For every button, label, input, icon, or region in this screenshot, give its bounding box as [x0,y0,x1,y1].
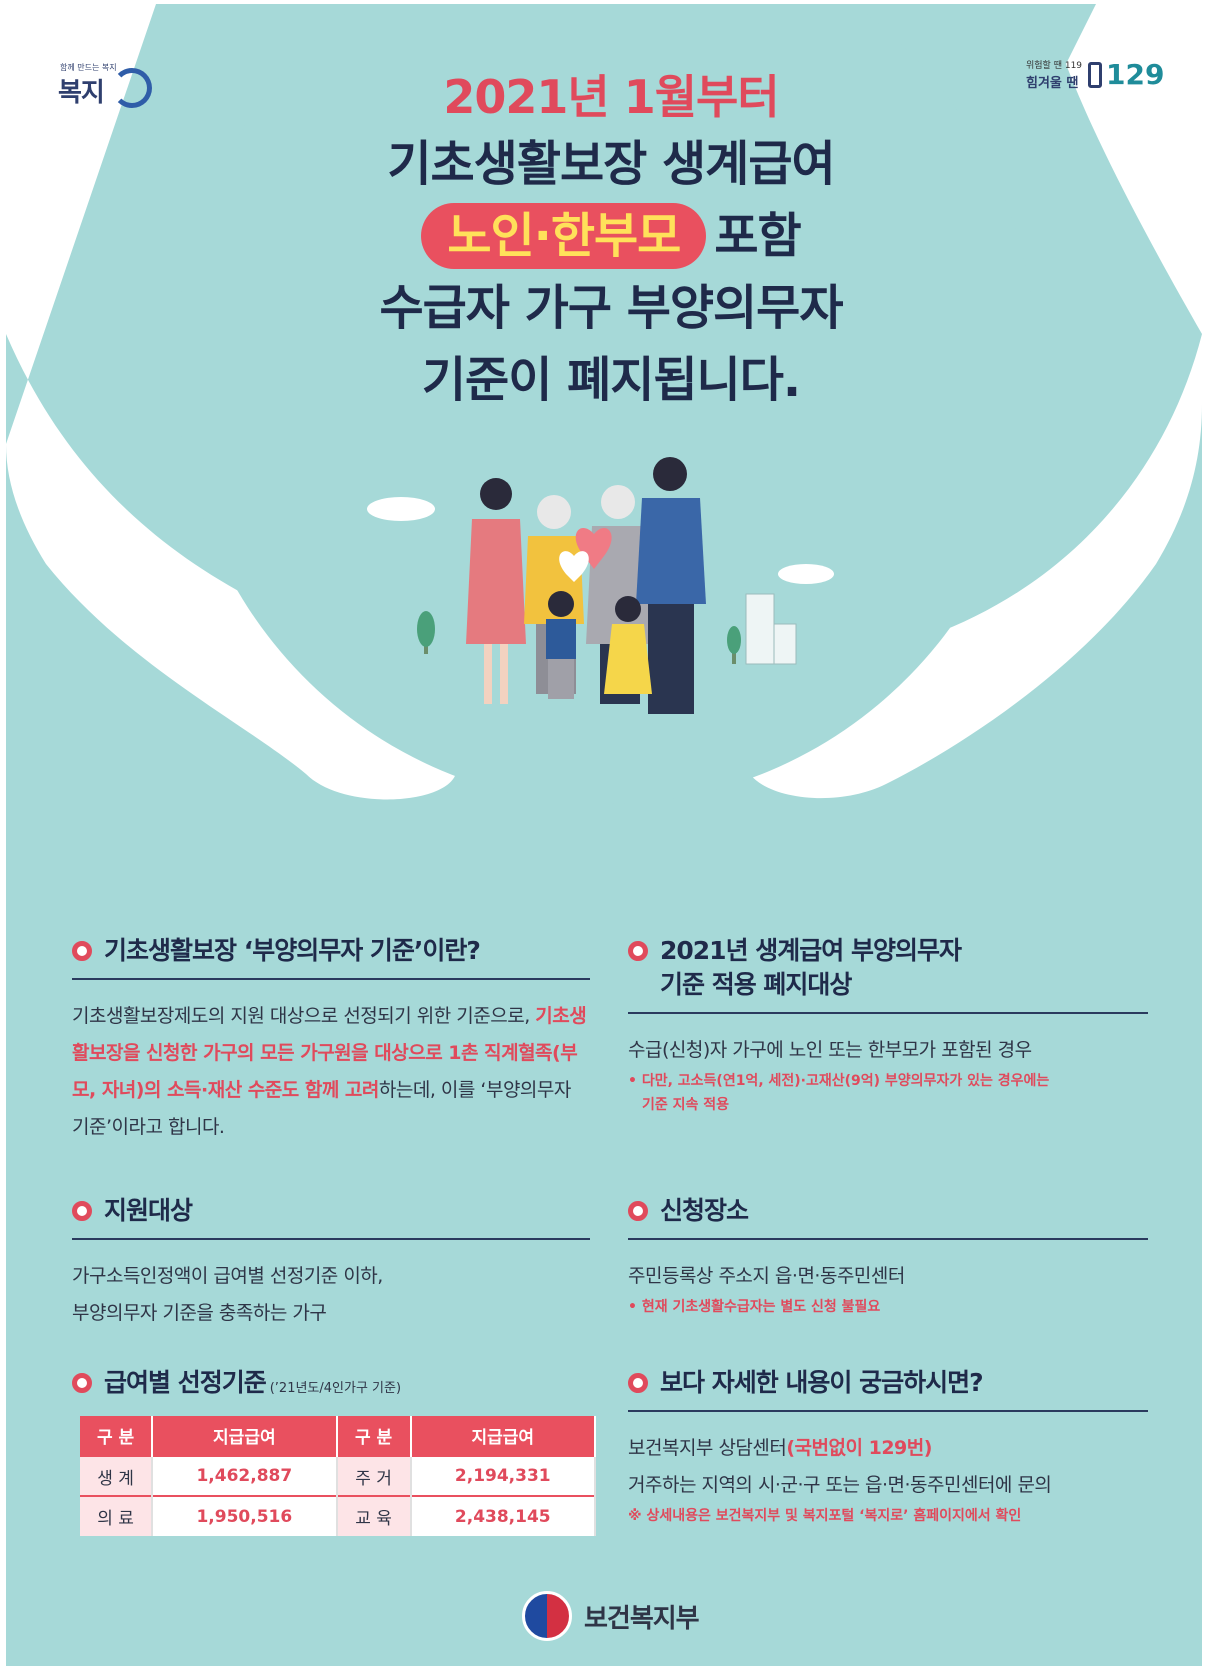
bullet-icon [72,1201,92,1221]
section-body: 주민등록상 주소지 읍·면·동주민센터 [628,1265,905,1287]
left-hand-shape [6,4,457,800]
criteria-table: 구 분 지급급여 구 분 지급급여 생 계 1,462,887 주 거 2,19… [80,1416,597,1536]
section-title: 지원대상 [104,1196,193,1225]
section-title-line1: 2021년 생계급여 부양의무자 [660,936,962,965]
section-definition: 기초생활보장 ‘부양의무자 기준’이란? 기초생활보장제도의 지원 대상으로 선… [72,934,590,1146]
divider [72,978,590,980]
column-header: 구 분 [80,1416,154,1456]
headline-line1: 기초생활보장 생계급여 [387,136,835,192]
headline-date: 2021년 1월부터 [443,70,779,124]
hotline-129-logo: 위험할 땐 119 힘겨울 땐 129 [1026,52,1176,96]
bullet-icon [72,1373,92,1393]
bullet-icon [628,1373,648,1393]
tree-icon [417,611,435,647]
table-cell: 교 육 [336,1495,412,1536]
poster: 함께 만드는 복지 복지 위험할 땐 119 힘겨울 땐 129 2021년 1… [6,4,1202,1666]
headline-line4: 기준이 폐지됩니다. [421,352,801,408]
logo-ring-icon [112,68,152,108]
section-body: 보건복지부 상담센터(국번없이 129번)거주하는 지역의 시·군·구 또는 읍… [628,1437,1052,1496]
bokjiro-logo: 함께 만드는 복지 복지 [52,62,162,112]
section-note-line1: • 다만, 고소득(연1억, 세전)·고재산(9억) 부양의무자가 있는 경우에… [628,1073,1050,1089]
divider [628,1410,1148,1412]
hotline-number: 129 [1106,58,1165,91]
table-row: 의 료 1,950,516 교 육 2,438,145 [80,1495,597,1536]
right-hand-shape [6,4,1202,334]
table-cell: 2,194,331 [410,1455,597,1496]
cloud-icon [367,497,435,521]
section-application-place: 신청장소 주민등록상 주소지 읍·면·동주민센터 • 현재 기초생활수급자는 별… [628,1194,1148,1319]
table-cell: 주 거 [336,1455,412,1496]
building-icon [745,593,775,665]
hotline-line1: 위험할 땐 119 [1026,61,1083,71]
hotline-line2: 힘겨울 땐 [1026,76,1079,91]
section-body: 기초생활보장제도의 지원 대상으로 선정되기 위한 기준으로, 기초생활보장을 … [72,1005,587,1138]
section-body: 가구소득인정액이 급여별 선정기준 이하,부양의무자 기준을 충족하는 가구 [72,1265,383,1324]
bullet-icon [72,941,92,961]
column-header: 지급급여 [152,1416,338,1456]
logo-text: 복지 [58,78,105,108]
table-cell: 1,462,887 [152,1455,338,1496]
table-row: 생 계 1,462,887 주 거 2,194,331 [80,1455,597,1496]
section-title-line2: 기준 적용 폐지대상 [660,970,852,999]
hands-illustration [6,4,1202,804]
section-title: 기초생활보장 ‘부양의무자 기준’이란? [104,936,481,965]
headline-line2-rest: 포함 [714,208,801,264]
center-circle [176,4,1036,804]
section-criteria: 급여별 선정기준(’21년도/4인가구 기준) [72,1366,612,1406]
bullet-icon [628,1201,648,1221]
taegeuk-emblem-icon [522,1591,572,1641]
tree-icon [727,626,741,654]
section-title: 보다 자세한 내용이 궁금하시면? [660,1368,984,1397]
section-body: 수급(신청)자 가구에 노인 또는 한부모가 포함된 경우 [628,1039,1032,1061]
section-title-note: (’21년도/4인가구 기준) [269,1381,402,1396]
section-note: • 현재 기초생활수급자는 별도 신청 불필요 [628,1299,881,1315]
column-header: 구 분 [336,1416,412,1456]
heart-balloon-icon [575,527,612,569]
table-cell: 생 계 [80,1455,154,1496]
cloud-icon [778,564,834,584]
section-contact: 보다 자세한 내용이 궁금하시면? 보건복지부 상담센터(국번없이 129번)거… [628,1366,1148,1528]
phone-icon [1088,62,1102,88]
ministry-logo: 보건복지부 [522,1589,700,1643]
ministry-name: 보건복지부 [584,1603,700,1634]
heart-balloon-icon [559,551,589,582]
section-title: 신청장소 [660,1196,749,1225]
bullet-icon [628,941,648,961]
section-title: 급여별 선정기준 [104,1368,267,1397]
section-note-line2: 기준 지속 적용 [642,1097,730,1113]
table-cell: 2,438,145 [410,1495,597,1536]
divider [628,1238,1148,1240]
table-cell: 1,950,516 [152,1495,338,1536]
logo-slogan: 함께 만드는 복지 [60,63,117,72]
table-cell: 의 료 [80,1495,154,1536]
section-note: ※ 상세내용은 보건복지부 및 복지포털 ‘복지로’ 홈페이지에서 확인 [628,1508,1022,1524]
highlight-pill: 노인·한부모 [421,203,707,269]
column-header: 지급급여 [410,1416,597,1456]
table-header-row: 구 분 지급급여 구 분 지급급여 [80,1416,597,1456]
section-eligibility: 지원대상 가구소득인정액이 급여별 선정기준 이하,부양의무자 기준을 충족하는… [72,1194,590,1332]
family-illustration [466,457,706,714]
divider [628,1012,1148,1014]
headline-line3: 수급자 가구 부양의무자 [379,280,843,336]
divider [72,1238,590,1240]
